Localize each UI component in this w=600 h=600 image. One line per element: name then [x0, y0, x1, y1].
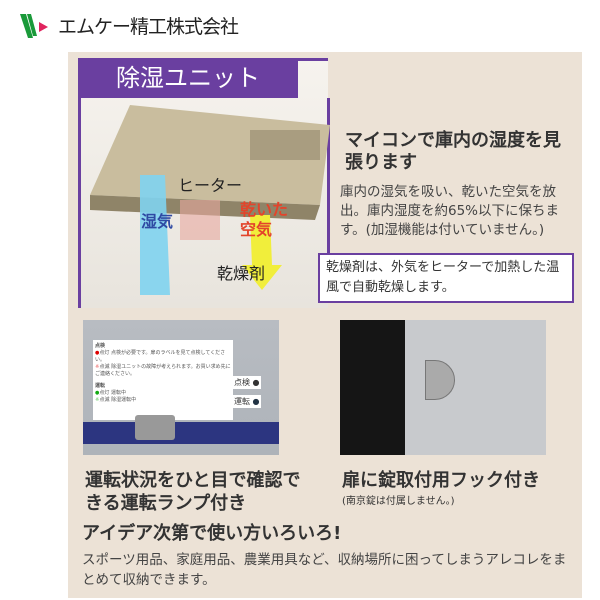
humid-air-label: 湿気 — [141, 212, 174, 231]
operation-lamp: 運転 ● — [233, 395, 261, 408]
lamp-group-label: 点検 — [95, 343, 106, 349]
dehumidifier-unit-image — [90, 105, 330, 295]
lamp-text: 除湿ユニットの故障が考えられます。お買い求め先にご連絡ください。 — [95, 364, 231, 377]
lamp-text: 点検が必要です。扉のラベルを見て点検してください。 — [95, 350, 226, 363]
lamp-legend: 点検 ●点灯 点検が必要です。扉のラベルを見て点検してください。 ☼点滅 除湿ユ… — [93, 340, 233, 420]
lamp-feature-title: 運転状況をひと目で確認できる運転ランプ付き — [85, 470, 301, 514]
lamp-panel-photo: 点検 ●点灯 点検が必要です。扉のラベルを見て点検してください。 ☼点滅 除湿ユ… — [83, 320, 279, 455]
lock-hook — [425, 360, 455, 400]
lamp-state: 点灯 — [99, 350, 110, 356]
lamp-text: 運転中 — [110, 390, 126, 396]
latch — [135, 415, 175, 440]
lamp-state: 点滅 — [99, 364, 110, 370]
footer-text: スポーツ用品、家庭用品、農業用具など、収納場所に困ってしまうアレコレをまとめて収… — [82, 552, 567, 588]
company-logo — [20, 14, 48, 38]
hook-feature-title: 扉に錠取付用フック付き — [342, 470, 540, 491]
unit-description: 庫内の湿気を吸い、乾いた空気を放出。庫内湿度を約65%以下に保ちます。(加湿機能… — [340, 184, 560, 238]
inspection-lamp: 点検 ● — [233, 376, 261, 389]
desiccant-callout: 乾燥剤は、外気をヒーターで加熱した温風で自動乾燥します。 — [318, 253, 574, 303]
heater-label: ヒーター — [178, 176, 243, 195]
section-title: 除湿ユニット — [78, 58, 298, 98]
footer-headline: アイデア次第で使い方いろいろ! — [82, 523, 342, 544]
lamp-group-label: 運転 — [95, 383, 106, 389]
divider — [327, 98, 330, 253]
lamp-state: 点滅 — [99, 397, 110, 403]
unit-headline: マイコンで庫内の湿度を見張ります — [345, 130, 561, 173]
lamp-state: 点灯 — [99, 390, 110, 396]
dry-air-label: 乾いた空気 — [240, 200, 289, 239]
company-name: エムケー精工株式会社 — [58, 16, 239, 38]
hook-feature-note: (南京錠は付属しません。) — [342, 496, 455, 507]
desiccant-label: 乾燥剤 — [217, 264, 266, 283]
lamp-text: 除湿運転中 — [111, 397, 137, 403]
lock-hook-photo — [340, 320, 546, 455]
cabinet-frame — [83, 422, 279, 444]
